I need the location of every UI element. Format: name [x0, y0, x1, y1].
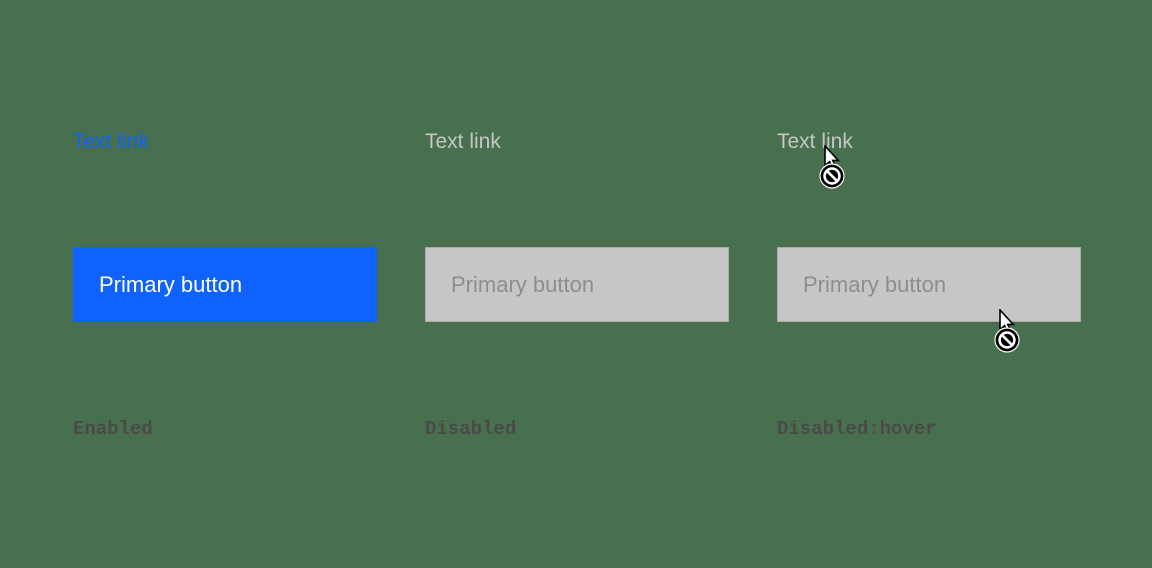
text-link-disabled-hover: Text link [777, 130, 853, 153]
state-column-disabled: Text link Primary button Disabled [425, 0, 729, 568]
state-caption: Disabled:hover [777, 418, 937, 440]
state-caption: Enabled [73, 418, 153, 440]
state-caption: Disabled [425, 418, 517, 440]
state-column-enabled: Text link Primary button Enabled [73, 0, 377, 568]
primary-button[interactable]: Primary button [73, 247, 377, 322]
text-link-disabled: Text link [425, 130, 501, 153]
text-link[interactable]: Text link [73, 130, 149, 153]
state-column-disabled-hover: Text link Primary button Disabled:hover [777, 0, 1081, 568]
primary-button-disabled-hover: Primary button [777, 247, 1081, 322]
primary-button-disabled: Primary button [425, 247, 729, 322]
